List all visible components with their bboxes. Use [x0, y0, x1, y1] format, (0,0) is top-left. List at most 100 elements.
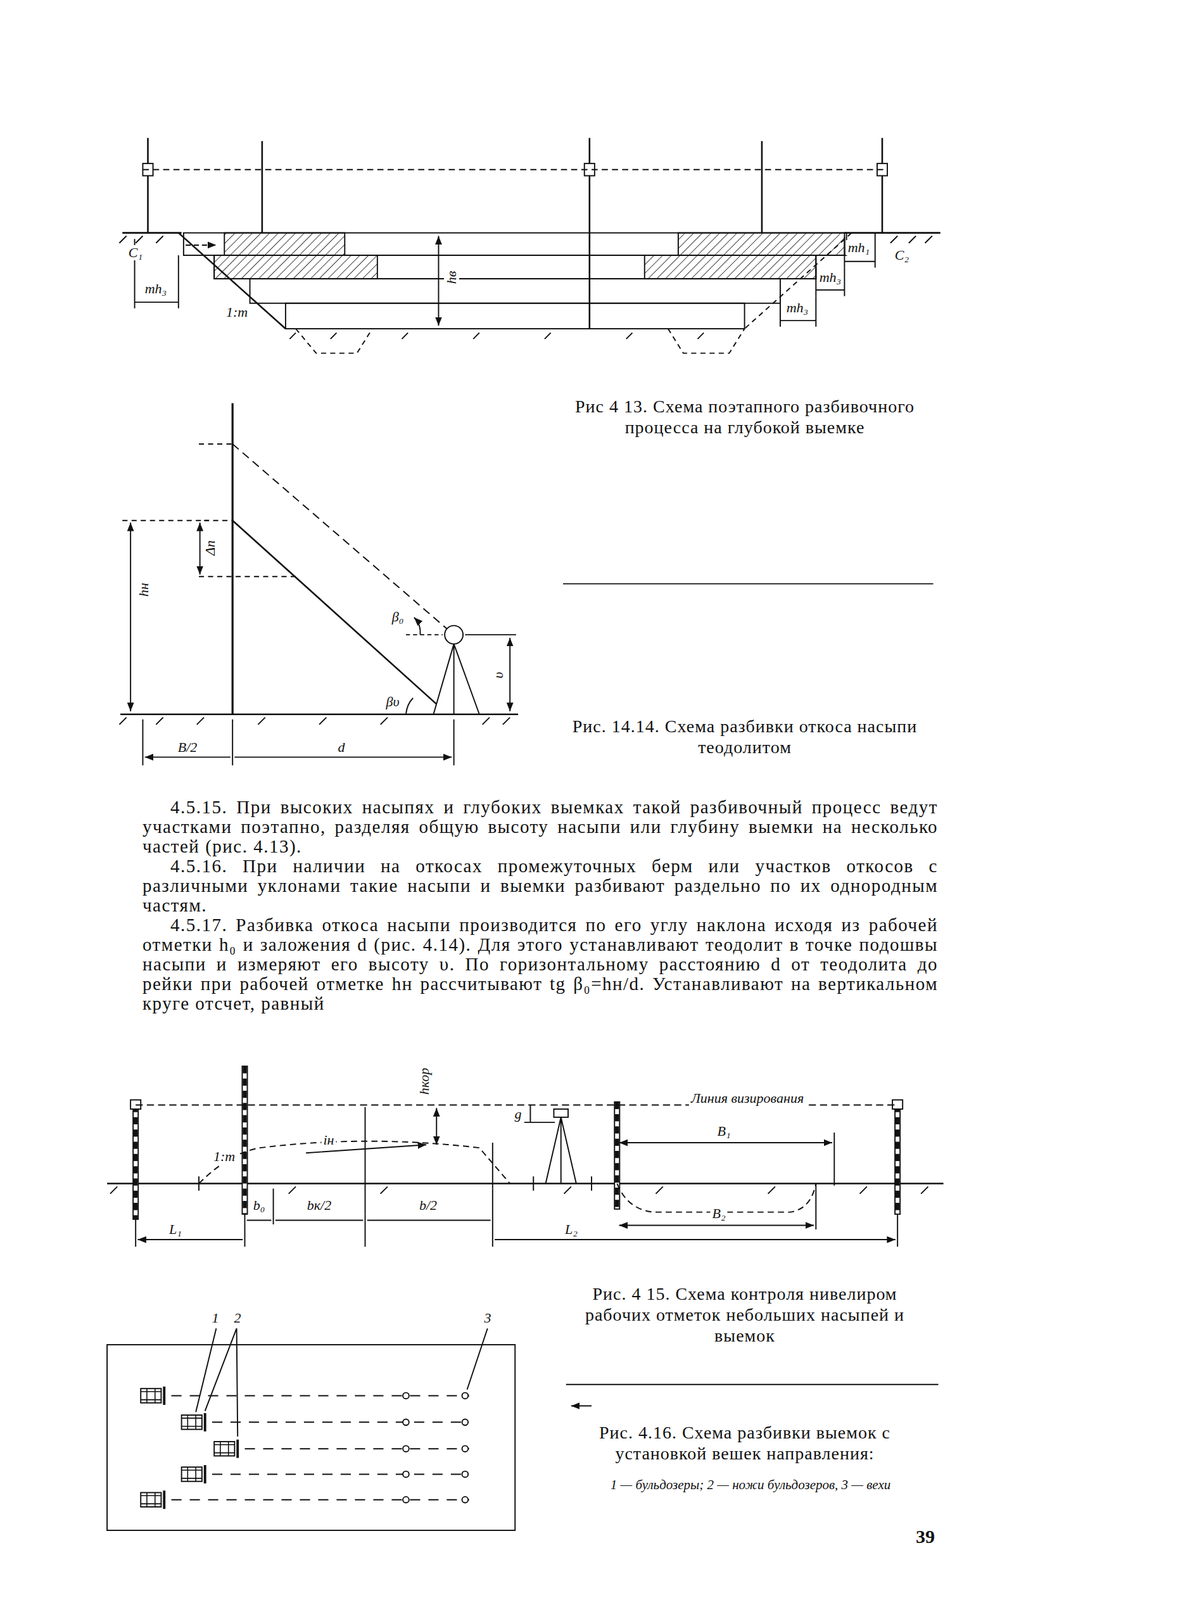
deep-cut-figure-part — [289, 332, 704, 339]
level-control-figure-part — [110, 1186, 929, 1194]
body-paragraph: 4.5.16. При наличии на откосах промежуто… — [142, 856, 938, 916]
dimension-label: hв — [443, 269, 460, 287]
callout-number: 2 — [232, 1310, 244, 1326]
bulldozer-cut-figure-part-part — [402, 1471, 410, 1478]
bulldozer-cut-figure-part — [181, 1464, 206, 1484]
level-control-figure-part — [619, 1141, 833, 1144]
level-control-figure — [107, 1065, 944, 1406]
level-control-figure-part — [895, 1105, 900, 1215]
level-control-figure-part — [198, 1141, 510, 1184]
slope-ratio: 1:m — [211, 1148, 237, 1165]
slope-theodolite-figure-part — [119, 717, 510, 725]
level-control-figure-part — [619, 1224, 815, 1227]
deep-cut-figure-part — [142, 169, 888, 171]
slope-ratio: 1:m — [224, 304, 250, 320]
bulldozer-cut-figure-part — [181, 1412, 206, 1432]
body-paragraph: 4.5.15. При высоких насыпях и глубоких в… — [142, 797, 938, 857]
figure-caption: Рис 4 13. Схема поэтапного разбивочного … — [558, 395, 931, 438]
bulldozer-cut-figure-part — [214, 1439, 238, 1458]
level-control-figure-part — [133, 1105, 138, 1220]
slope-theodolite-figure-part — [232, 443, 447, 629]
bulldozer-cut-figure-part-part — [402, 1445, 410, 1452]
slope-theodolite-figure-part — [145, 756, 453, 758]
level-control-figure-part — [133, 1105, 139, 1220]
body-text: 4.5.15. При высоких насыпях и глубоких в… — [142, 797, 938, 1014]
deep-cut-figure-part — [214, 255, 816, 279]
dimension-label: B₁ — [715, 1123, 733, 1139]
level-control-figure-part — [435, 1107, 437, 1145]
dimension-label: L₂ — [563, 1221, 580, 1237]
level-control-figure-part — [524, 1105, 555, 1123]
deep-cut-figure-part — [214, 255, 378, 279]
callout-number: 3 — [482, 1310, 494, 1326]
deep-cut-figure-part — [678, 233, 845, 256]
dimension-label: bк/2 — [305, 1197, 334, 1213]
level-control-figure-part — [107, 1182, 944, 1185]
bulldozer-cut-figure-part-part — [462, 1496, 469, 1503]
deep-cut-figure-part — [744, 233, 852, 329]
dimension-label: mh₃ — [784, 300, 811, 316]
callout-number: 1 — [210, 1310, 222, 1326]
level-control-figure-part — [571, 1405, 592, 1407]
sight-line-label: Линия визирования — [689, 1090, 806, 1106]
level-control-figure-part — [242, 1065, 247, 1215]
slope-theodolite-figure-part — [142, 719, 454, 766]
angle-label: β₀ — [390, 609, 406, 625]
dimension-label: L₁ — [167, 1221, 184, 1237]
slope-theodolite-figure-part — [232, 520, 437, 705]
level-control-figure-part — [241, 1065, 247, 1215]
level-control-figure-part — [614, 1102, 619, 1210]
level-control-figure-part — [894, 1105, 900, 1215]
deep-cut-figure-part — [815, 267, 845, 296]
deep-cut-figure-part — [295, 328, 745, 354]
deep-cut-figure-part — [644, 255, 817, 279]
level-control-figure-part — [247, 1219, 491, 1222]
bulldozer-cut-figure-part — [402, 1392, 469, 1503]
bulldozer-cut-figure — [107, 1328, 515, 1531]
dimension-label: g — [513, 1106, 524, 1122]
bulldozer-cut-figure-part-part — [462, 1471, 469, 1478]
slope-theodolite-figure-part — [433, 644, 479, 715]
dimension-label: d — [336, 739, 348, 755]
dimension-label: Δn — [202, 538, 218, 558]
deep-cut-figure — [119, 138, 940, 354]
deep-cut-figure-part — [438, 235, 440, 326]
bulldozer-cut-figure-part — [171, 1395, 470, 1500]
deep-cut-figure-part — [285, 303, 745, 329]
slope-theodolite-figure-part — [563, 583, 934, 585]
figure-caption: Рис. 4.16. Схема разбивки выемок с устан… — [558, 1421, 931, 1464]
deep-cut-figure-part — [250, 278, 781, 304]
slope-theodolite-figure — [119, 403, 933, 766]
bulldozer-cut-figure-part-part — [402, 1419, 410, 1426]
level-control-figure-part — [198, 1107, 835, 1215]
slope-theodolite-figure-part — [405, 697, 413, 715]
bulldozer-cut-figure-part — [140, 1386, 165, 1405]
deep-cut-figure-part — [844, 233, 875, 268]
dimension-label: hн — [136, 580, 152, 599]
bulldozer-cut-figure-part-part — [402, 1496, 410, 1503]
dimension-label: b₀ — [251, 1197, 268, 1213]
figure-caption: Рис. 4 15. Схема контроля нивелиром рабо… — [558, 1283, 931, 1346]
slope-theodolite-figure-part — [464, 633, 517, 636]
slope-theodolite-figure-part — [120, 713, 519, 716]
deep-cut-figure-part — [183, 233, 847, 256]
point-label: C₁ — [126, 245, 145, 261]
dimension-label: mh₁ — [846, 240, 873, 256]
slope-theodolite-figure-part — [414, 617, 421, 635]
figure-key: 1 — бульдозеры; 2 — ножи бульдозеров, 3 … — [573, 1476, 928, 1493]
deep-cut-figure-part — [780, 295, 816, 327]
slope-theodolite-figure-part — [198, 443, 296, 577]
level-control-figure-part — [614, 1102, 620, 1210]
bulldozer-cut-figure-part — [140, 1490, 165, 1509]
bulldozer-cut-figure-part — [107, 1344, 515, 1531]
point-label: C₂ — [893, 247, 911, 263]
angle-label: βυ — [383, 694, 401, 710]
grade-label: iн — [321, 1132, 336, 1148]
dimension-label: mh₃ — [143, 281, 170, 297]
level-control-figure-part — [545, 1117, 577, 1184]
slope-theodolite-figure-part — [444, 625, 463, 645]
deep-cut-figure-part — [185, 244, 216, 246]
bulldozer-cut-figure-part — [195, 1328, 488, 1437]
slope-theodolite-figure-part — [509, 637, 511, 712]
